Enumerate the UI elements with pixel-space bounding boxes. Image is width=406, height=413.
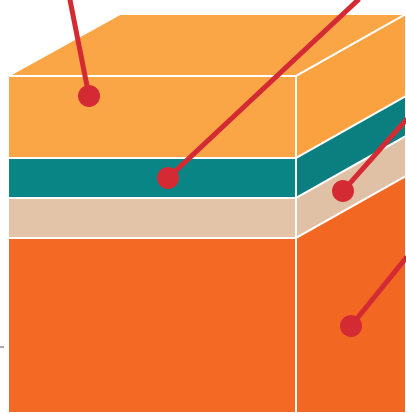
front-face-bottom-layer [7,237,297,413]
front-face-beige-layer [7,197,297,239]
pointer-line-bottom-layer [348,255,406,329]
pointer-dot-bottom-layer [340,315,362,337]
front-face-top-layer [7,75,297,159]
pointer-dot-top-layer [78,85,100,107]
pointer-dot-teal-layer [157,167,179,189]
side-face-bottom-layer [295,174,406,413]
pointer-line-teal-layer [165,0,361,181]
pointer-dot-beige-layer [332,180,354,202]
pointer-line-beige-layer [340,117,406,194]
side-face-top-layer [295,12,406,160]
side-face-teal-layer [295,94,406,200]
pointer-line-top-layer [67,0,92,99]
front-face-teal-layer [7,157,297,199]
